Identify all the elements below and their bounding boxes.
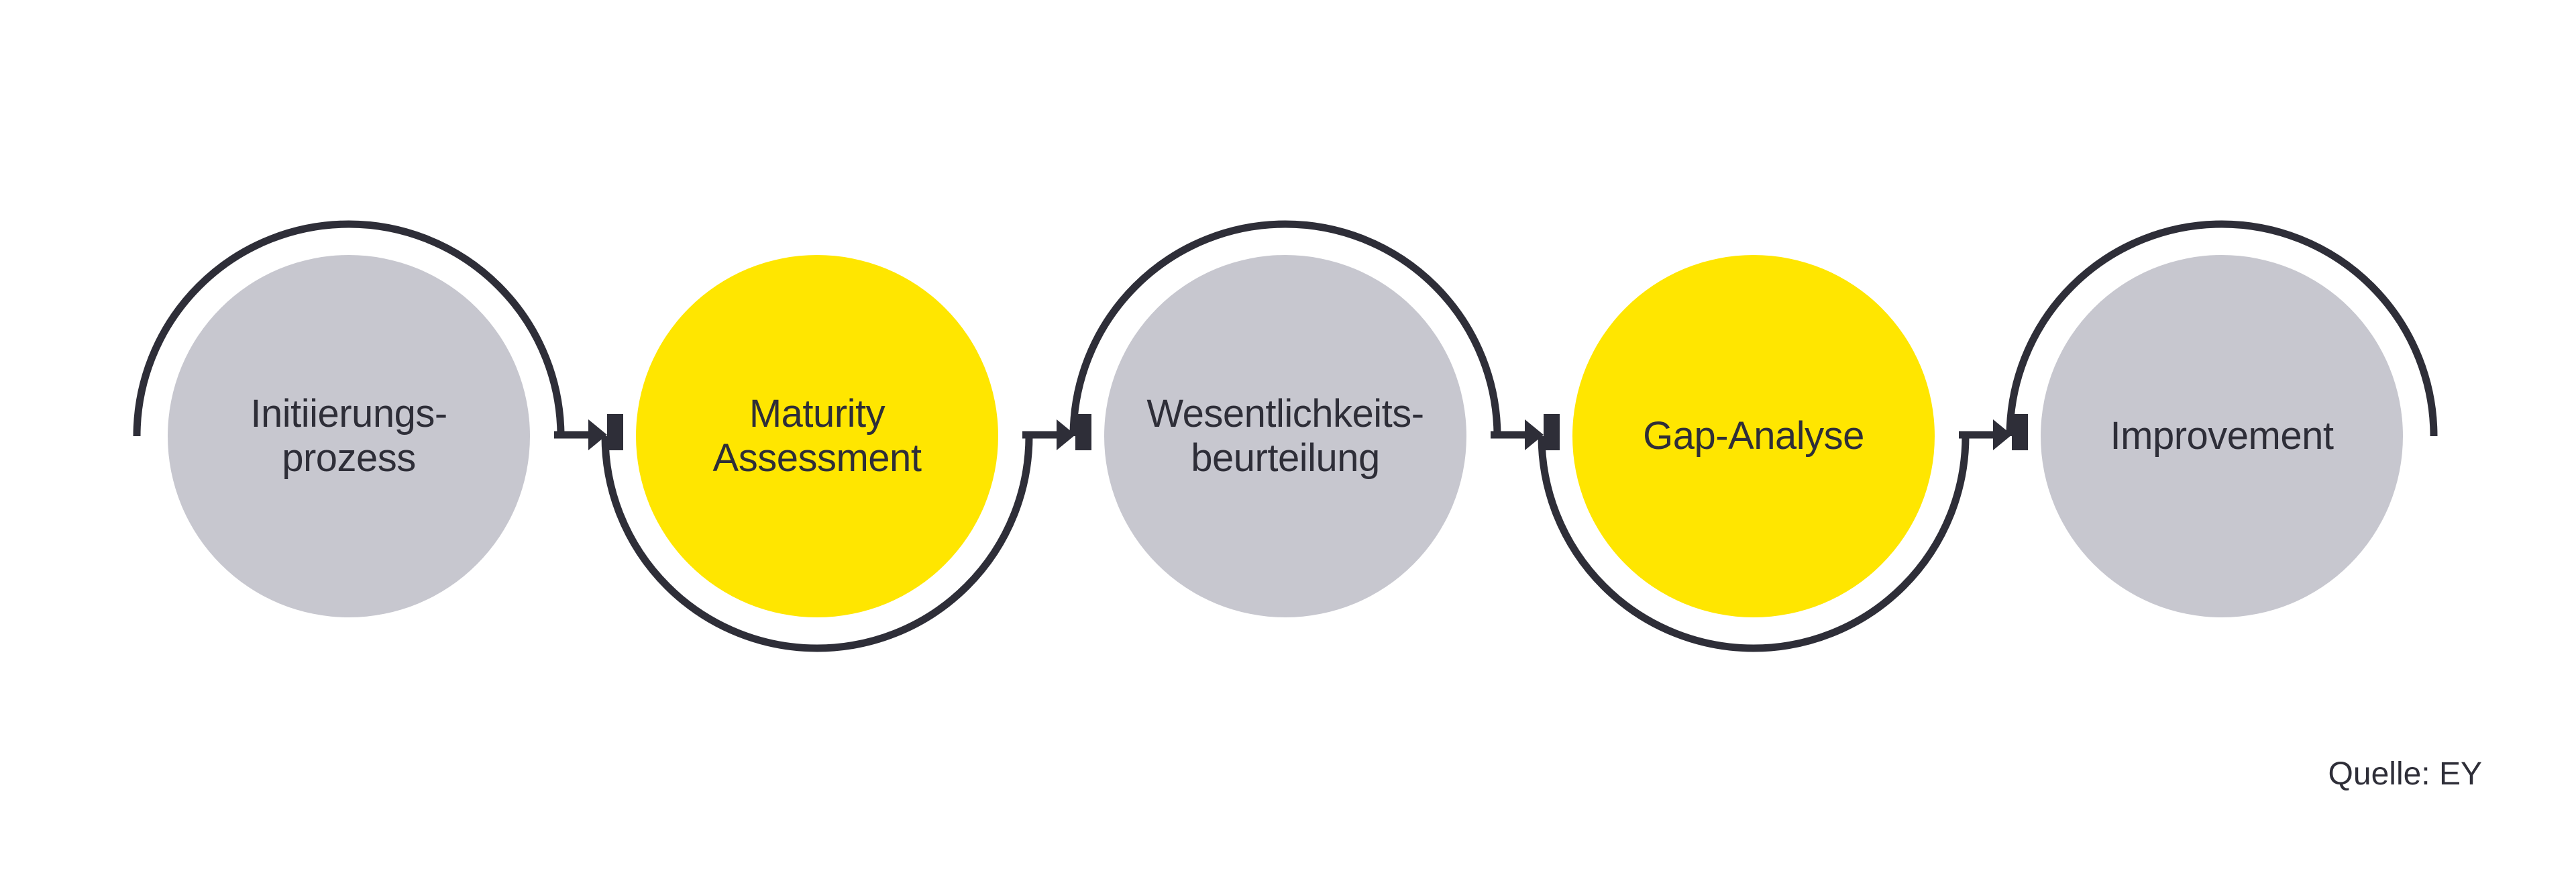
arc-under-step-2 <box>601 436 1033 652</box>
source-caption: Quelle: EY <box>2328 756 2482 792</box>
step-circle-maturity-assessment: Maturity Assessment <box>636 255 998 617</box>
step-label: Wesentlichkeits- beurteilung <box>1146 392 1424 480</box>
step-circle-gap-analyse: Gap-Analyse <box>1572 255 1935 617</box>
step-label-line: Wesentlichkeits- <box>1146 392 1424 436</box>
step-label: Gap-Analyse <box>1643 414 1864 458</box>
arrowhead-icon-4 <box>1993 419 2012 450</box>
arc-over-step-1 <box>133 220 565 437</box>
arrowhead-icon-2 <box>1057 419 1075 450</box>
arc-over-step-5 <box>2006 220 2438 437</box>
step-label-line: prozess <box>282 436 416 480</box>
arrow-stop-bar-3 <box>1544 414 1560 450</box>
arc-over-step-3 <box>1069 220 1501 437</box>
step-label-line: Assessment <box>712 436 922 480</box>
step-label-line: Improvement <box>2110 414 2334 458</box>
arrowhead-icon-3 <box>1525 419 1544 450</box>
arrow-stop-bar-1 <box>607 414 623 450</box>
step-label-line: Maturity <box>749 392 885 436</box>
step-label-line: Gap-Analyse <box>1643 414 1864 458</box>
arrow-stop-bar-4 <box>2012 414 2028 450</box>
step-label-line: Initiierungs- <box>250 392 447 436</box>
step-label-line: beurteilung <box>1191 436 1380 480</box>
step-label: Improvement <box>2110 414 2334 458</box>
step-circle-initiierungsprozess: Initiierungs- prozess <box>168 255 530 617</box>
arrowhead-icon-1 <box>588 419 607 450</box>
step-circle-improvement: Improvement <box>2041 255 2403 617</box>
step-circle-wesentlichkeitsbeurteilung: Wesentlichkeits- beurteilung <box>1104 255 1466 617</box>
arc-under-step-4 <box>1538 436 1970 652</box>
step-label: Maturity Assessment <box>713 392 922 480</box>
step-label: Initiierungs- prozess <box>250 392 447 480</box>
arrow-stop-bar-2 <box>1075 414 1091 450</box>
